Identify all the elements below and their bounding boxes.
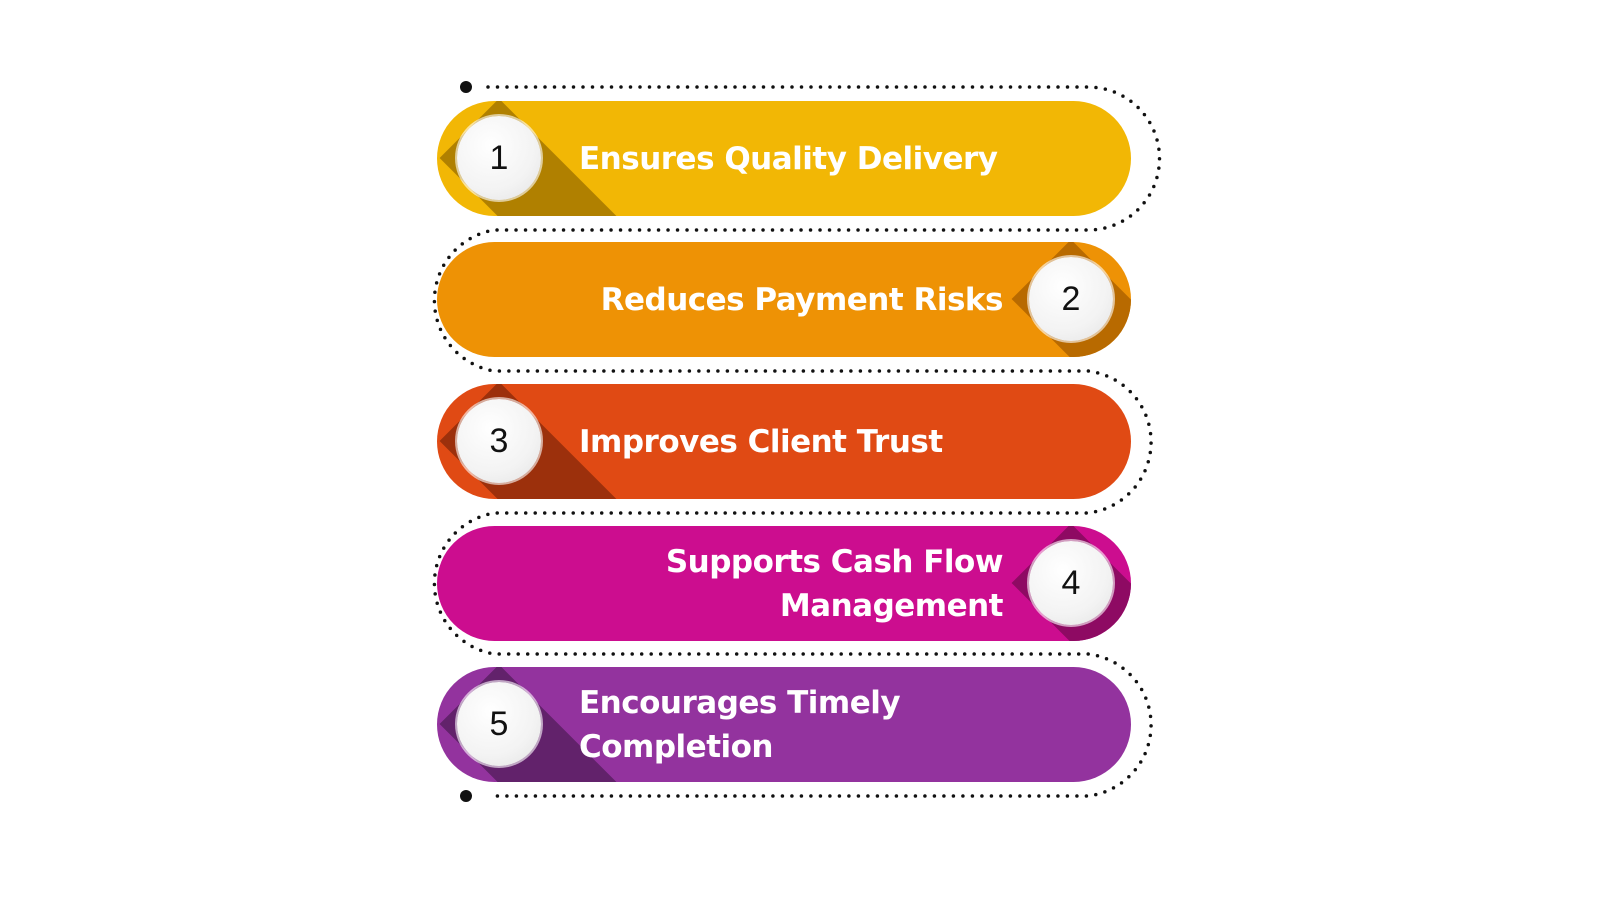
step-label-line: Encourages Timely — [579, 684, 901, 721]
step-number-badge: 2 — [1029, 257, 1113, 341]
step-label-line: Management — [779, 587, 1004, 624]
step-label-line: Completion — [579, 728, 774, 765]
step-pill-3: 3 Improves Client Trust — [437, 384, 1131, 499]
step-pill-2: 2 Reduces Payment Risks — [437, 242, 1131, 357]
step-label-line: Supports Cash Flow — [665, 543, 1004, 580]
step-label-line: Ensures Quality Delivery — [579, 140, 998, 177]
step-label: Ensures Quality Delivery — [579, 101, 998, 216]
step-label: Improves Client Trust — [579, 384, 943, 499]
step-number-badge: 4 — [1029, 541, 1113, 625]
step-label: Reduces Payment Risks — [600, 242, 1004, 357]
step-number-badge: 3 — [457, 399, 541, 483]
step-number-badge: 1 — [457, 116, 541, 200]
step-label-line: Reduces Payment Risks — [600, 281, 1004, 318]
step-label-line: Improves Client Trust — [579, 423, 943, 460]
end-dot — [460, 790, 472, 802]
step-number-badge: 5 — [457, 682, 541, 766]
step-pill-1: 1 Ensures Quality Delivery — [437, 101, 1131, 216]
start-dot — [460, 81, 472, 93]
